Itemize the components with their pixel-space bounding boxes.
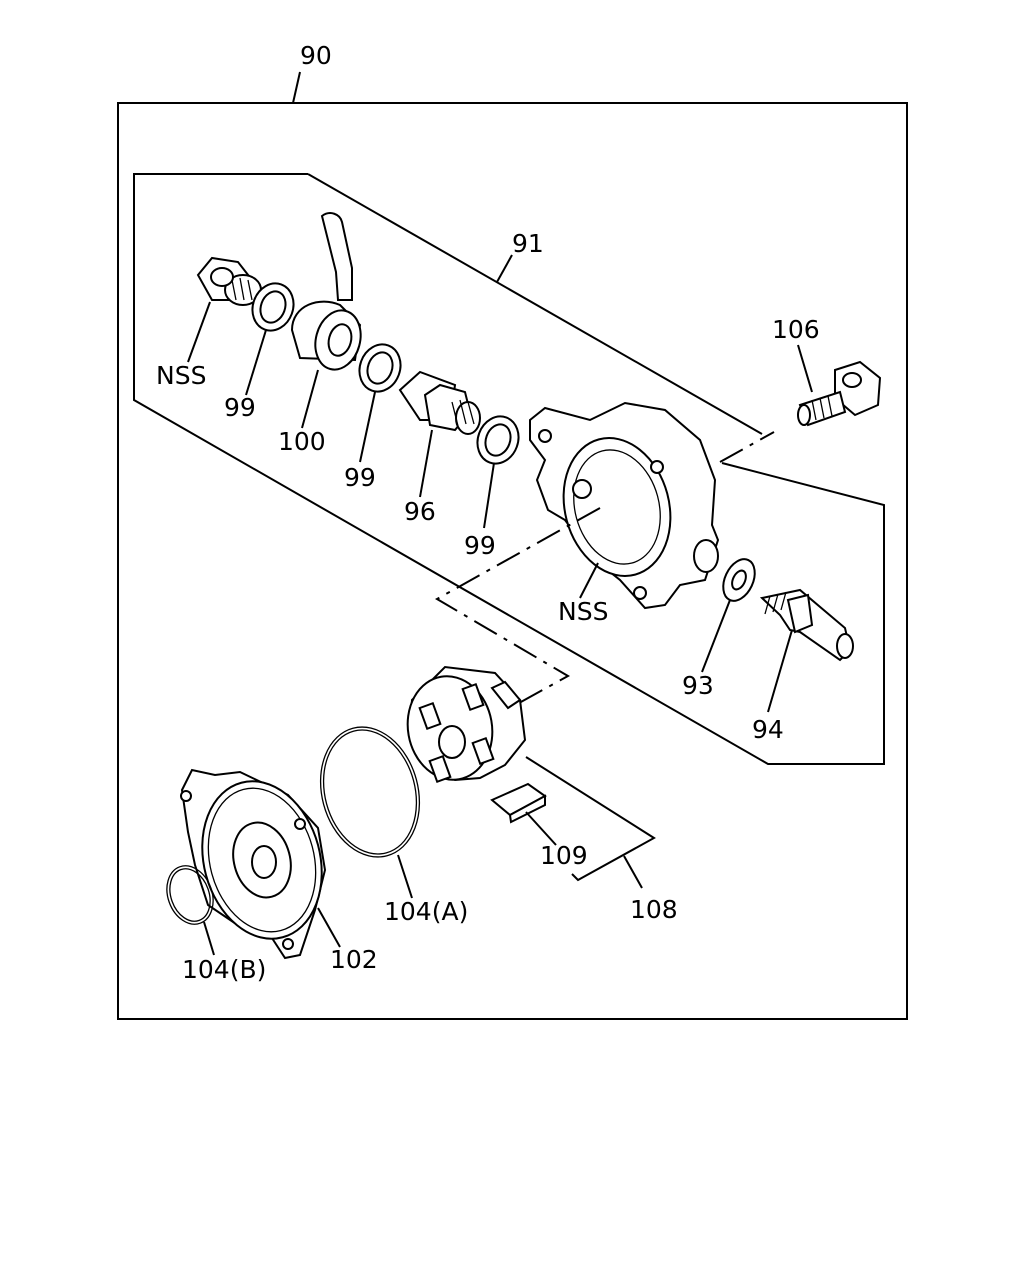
- housing-leader: [579, 562, 599, 599]
- assembly-frame: [117, 102, 908, 1020]
- bolt-106-leader: [797, 344, 813, 393]
- bolt-96-leader: [419, 429, 433, 498]
- kit-leader: [496, 254, 513, 283]
- rotor-kit-leader: [623, 855, 643, 889]
- centerline-bolt: [719, 431, 775, 463]
- label-nss-top: NSS: [156, 361, 206, 390]
- banjo-leader: [301, 369, 319, 429]
- washer-right-part: [476, 415, 520, 465]
- housing-part: [529, 401, 720, 610]
- assembly-leader: [292, 71, 301, 104]
- label-fitting-94: 94: [752, 715, 784, 744]
- washer-93-leader: [701, 599, 731, 673]
- plug-leader: [187, 301, 211, 363]
- label-washer-right: 99: [464, 531, 496, 560]
- fitting-94-leader: [767, 629, 793, 713]
- washer-left-part: [251, 282, 295, 332]
- washer-right-leader: [483, 462, 495, 529]
- washer-left-leader: [245, 329, 267, 396]
- washer-mid-leader: [359, 391, 376, 463]
- bolt-96-part: [398, 370, 481, 435]
- kit-outline: [133, 173, 885, 765]
- plug-part: [196, 256, 262, 306]
- rotor-part: [406, 665, 527, 784]
- label-kit: 91: [512, 229, 544, 258]
- oring-b-part: [166, 865, 214, 925]
- fitting-94-part: [759, 588, 854, 662]
- cover-leader: [317, 907, 341, 948]
- centerline-housing: [434, 507, 601, 709]
- vane-part: [490, 782, 547, 824]
- label-washer-mid: 99: [344, 463, 376, 492]
- label-washer-93: 93: [682, 671, 714, 700]
- label-nss-housing: NSS: [558, 597, 608, 626]
- label-oring-a: 104(A): [384, 897, 468, 926]
- label-rotor-kit: 108: [630, 895, 678, 924]
- label-assembly: 90: [300, 41, 332, 70]
- label-cover: 102: [330, 945, 378, 974]
- label-oring-b: 104(B): [182, 955, 266, 984]
- washer-mid-part: [358, 343, 402, 393]
- label-bolt: 96: [404, 497, 436, 526]
- cover-part: [180, 768, 327, 960]
- washer-93-part: [722, 558, 756, 602]
- label-washer-left: 99: [224, 393, 256, 422]
- oring-a-leader: [397, 854, 413, 899]
- label-banjo: 100: [278, 427, 326, 456]
- label-vane: 109: [540, 841, 588, 870]
- rotor-kit-bracket: [525, 756, 656, 882]
- banjo-part: [290, 212, 362, 371]
- bolt-106-part: [797, 360, 882, 427]
- oring-a-part: [319, 726, 421, 858]
- vane-leader: [525, 811, 557, 846]
- label-bolt-106: 106: [772, 315, 820, 344]
- oring-b-leader: [203, 921, 215, 956]
- kit-outline-top-segment: [307, 173, 763, 435]
